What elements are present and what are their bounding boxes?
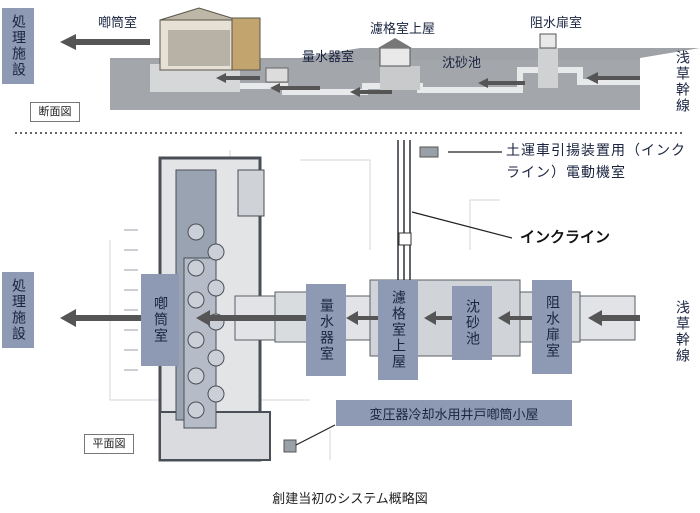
section-filter-pit (380, 66, 420, 90)
arrow-plan-1 (498, 311, 534, 325)
section-filter-label: 濾格室上屋 (370, 22, 436, 37)
plan-pump-wheel (187, 223, 205, 241)
arrow-section-4 (216, 73, 260, 83)
filter-roof (378, 38, 412, 48)
arrow-section-3 (270, 83, 320, 93)
plan-pump-label: 喞筒室 (141, 274, 179, 366)
arrow-plan-in (588, 310, 640, 326)
plan-pump-wheel (207, 385, 225, 403)
incline-leader (411, 211, 513, 239)
incline-car (398, 232, 412, 246)
plan-bg-line-3 (469, 199, 500, 250)
plan-filter-label: 濾格室上屋 (378, 280, 418, 380)
transformer-hut (283, 439, 297, 453)
motor-room-label: 土運車引揚装置用（インクライン）電動機室 (506, 143, 686, 181)
section-grit-label: 沈砂池 (442, 56, 482, 71)
treatment-label-bottom: 処理施設 (2, 272, 34, 348)
pump-interior (168, 30, 230, 66)
treatment-label-top: 処理施設 (2, 8, 34, 84)
arrow-section-2 (350, 87, 392, 97)
treatment-text-bottom: 処理施設 (10, 278, 26, 342)
treatment-text-top: 処理施設 (10, 14, 26, 78)
plan-pump-wheel (187, 259, 205, 277)
plan-gate-label: 阻水扉室 (532, 280, 572, 374)
section-title: 断面図 (30, 102, 80, 122)
plan-grit-label: 沈砂池 (452, 286, 492, 360)
caption: 創建当初のシステム概略図 (272, 492, 428, 507)
plan-meter-label: 量水器室 (306, 284, 346, 376)
plan-pump-wheel (187, 367, 205, 385)
transformer-label: 変圧器冷却水用井戸喞筒小屋 (336, 400, 572, 426)
plan-meter-text: 量水器室 (318, 298, 334, 362)
pump-annex (231, 17, 261, 71)
arrow-to-treatment-top (60, 34, 150, 50)
arrow-to-treatment-bottom (60, 309, 150, 327)
plan-pump-wheel (207, 349, 225, 367)
meter-house (265, 67, 289, 83)
section-pump-label: 喞筒室 (98, 16, 138, 31)
arrow-section-in (586, 72, 640, 84)
plan-pump-wheel (187, 401, 205, 419)
plan-pump-wheel (187, 331, 205, 349)
motor-room-symbol (419, 146, 439, 158)
plan-filter-text: 濾格室上屋 (390, 290, 406, 370)
arrow-plan-4 (196, 310, 306, 326)
plan-gate-text: 阻水扉室 (544, 295, 560, 359)
plan-title: 平面図 (84, 434, 134, 454)
section-meter-label: 量水器室 (302, 50, 355, 65)
section-view (110, 7, 700, 110)
pump-roof (159, 7, 239, 21)
arrow-plan-3 (346, 311, 380, 325)
transformer-leader (295, 424, 336, 446)
source-label-bottom: 浅草幹線 (674, 300, 690, 364)
section-arrows (60, 34, 640, 97)
arrow-plan-2 (424, 311, 462, 325)
transformer-text: 変圧器冷却水用井戸喞筒小屋 (369, 407, 539, 423)
plan-pump-tower (237, 169, 265, 217)
plan-pump-wheel (207, 279, 225, 297)
arrow-section-1 (478, 78, 525, 88)
section-gate-shaft (538, 48, 558, 88)
section-gate-label: 阻水扉室 (530, 16, 583, 31)
filter-building (379, 47, 411, 67)
source-label-top: 浅草幹線 (674, 50, 690, 114)
plan-arrows (60, 309, 640, 327)
incline-label: インクライン (520, 228, 611, 246)
plan-pump-text: 喞筒室 (152, 296, 168, 344)
gate-building (539, 33, 557, 49)
plan-grit-text: 沈砂池 (464, 299, 480, 347)
plan-bg-line-2 (300, 159, 371, 250)
plan-pump-wheel (207, 243, 225, 261)
plan-pump-wheel (187, 291, 205, 309)
